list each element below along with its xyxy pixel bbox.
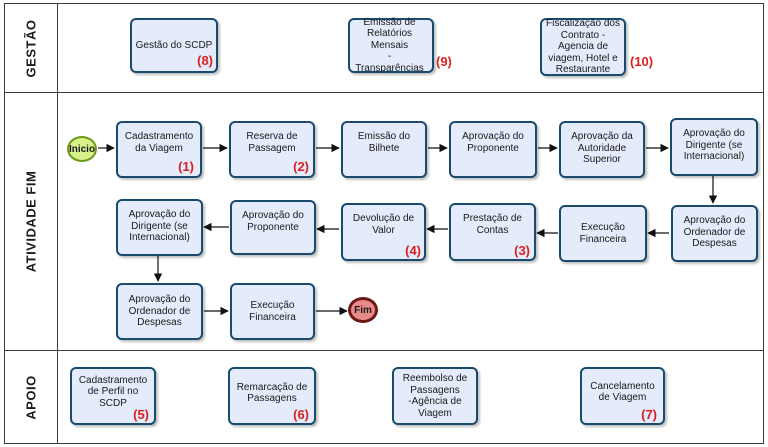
start-event-label: Inicio xyxy=(68,143,96,155)
relatorios-box[interactable]: Emissão de Relatórios Mensais - Transpar… xyxy=(348,16,434,74)
aprovacao-dirigente-1-label: Aprovação do Dirigente (se Internacional… xyxy=(683,128,745,162)
prestacao-contas-number: (3) xyxy=(514,243,530,258)
lane-label-apoio: APOIO xyxy=(5,351,58,443)
aprovacao-proponente-1-box[interactable]: Aprovação do Proponente xyxy=(449,121,537,178)
gestao-scdp-box[interactable]: Gestão do SCDP (8) xyxy=(130,18,218,73)
prestacao-contas-box[interactable]: Prestação de Contas (3) xyxy=(449,203,536,261)
execucao-financeira-2-label: Execução Financeira xyxy=(249,300,296,323)
aprovacao-dirigente-1-box[interactable]: Aprovação do Dirigente (se Internacional… xyxy=(670,118,758,176)
emissao-bilhete-box[interactable]: Emissão do Bilhete xyxy=(341,121,427,178)
execucao-financeira-1-box[interactable]: Execução Financeira xyxy=(559,205,647,262)
aprovacao-ordenador-1-label: Aprovação do Ordenador de Despesas xyxy=(683,215,746,249)
execucao-financeira-2-box[interactable]: Execução Financeira xyxy=(230,283,315,340)
aprovacao-ordenador-2-label: Aprovação do Ordenador de Despesas xyxy=(128,294,191,329)
emissao-bilhete-label: Emissão do Bilhete xyxy=(357,131,411,154)
aprovacao-proponente-2-box[interactable]: Aprovação do Proponente xyxy=(230,200,316,255)
end-event[interactable]: Fim xyxy=(348,297,378,323)
aprovacao-ordenador-2-box[interactable]: Aprovação do Ordenador de Despesas xyxy=(116,283,203,340)
cadastramento-perfil-label: Cadastramento de Perfil no SCDP xyxy=(78,374,148,409)
devolucao-valor-number: (4) xyxy=(405,243,421,258)
start-event[interactable]: Inicio xyxy=(67,136,97,162)
relatorios-number: (9) xyxy=(436,54,452,69)
aprovacao-dirigente-2-label: Aprovação do Dirigente (se Internacional… xyxy=(128,209,191,243)
cadastramento-viagem-box[interactable]: Cadastramento da Viagem (1) xyxy=(116,121,202,178)
reserva-passagem-box[interactable]: Reserva de Passagem (2) xyxy=(229,121,315,178)
devolucao-valor-label: Devolução de Valor xyxy=(352,213,415,236)
lane-apoio: APOIO xyxy=(4,350,764,444)
aprovacao-autoridade-box[interactable]: Aprovação da Autoridade Superior xyxy=(559,121,645,178)
relatorios-label: Emissão de Relatórios Mensais - Transpar… xyxy=(355,16,424,74)
cadastramento-viagem-number: (1) xyxy=(178,159,194,174)
cadastramento-viagem-label: Cadastramento da Viagem xyxy=(124,131,194,154)
lane-label-gestao: GESTÃO xyxy=(5,4,58,92)
lane-label-atividade-fim: ATIVIDADE FIM xyxy=(5,93,58,350)
cadastramento-perfil-number: (5) xyxy=(133,407,149,422)
remarcacao-label: Remarcação de Passagens xyxy=(236,381,308,405)
fiscalizacao-label: Fiscalização dos Contrato - Agencia de v… xyxy=(546,18,620,76)
aprovacao-autoridade-label: Aprovação da Autoridade Superior xyxy=(571,131,633,165)
reembolso-label: Reembolso de Passagens -Agência de Viage… xyxy=(402,373,468,419)
execucao-financeira-1-label: Execução Financeira xyxy=(579,222,627,245)
gestao-scdp-label: Gestão do SCDP xyxy=(135,39,213,51)
gestao-scdp-number: (8) xyxy=(197,53,213,68)
aprovacao-proponente-2-label: Aprovação do Proponente xyxy=(242,210,304,233)
aprovacao-ordenador-1-box[interactable]: Aprovação do Ordenador de Despesas xyxy=(671,205,758,262)
reserva-passagem-number: (2) xyxy=(293,159,309,174)
cancelamento-number: (7) xyxy=(641,407,657,422)
cancelamento-box[interactable]: Cancelamento de Viagem (7) xyxy=(580,367,665,425)
remarcacao-box[interactable]: Remarcação de Passagens (6) xyxy=(228,367,316,425)
end-event-label: Fim xyxy=(354,304,372,316)
devolucao-valor-box[interactable]: Devolução de Valor (4) xyxy=(341,203,426,261)
aprovacao-proponente-1-label: Aprovação do Proponente xyxy=(462,131,524,154)
reembolso-box[interactable]: Reembolso de Passagens -Agência de Viage… xyxy=(392,367,478,425)
fiscalizacao-number: (10) xyxy=(630,54,654,69)
cancelamento-label: Cancelamento de Viagem xyxy=(590,380,655,404)
fiscalizacao-box[interactable]: Fiscalização dos Contrato - Agencia de v… xyxy=(540,18,626,76)
aprovacao-dirigente-2-box[interactable]: Aprovação do Dirigente (se Internacional… xyxy=(116,199,203,256)
remarcacao-number: (6) xyxy=(293,407,309,422)
prestacao-contas-label: Prestação de Contas xyxy=(463,213,522,236)
cadastramento-perfil-box[interactable]: Cadastramento de Perfil no SCDP (5) xyxy=(70,367,156,425)
reserva-passagem-label: Reserva de Passagem xyxy=(246,131,298,154)
